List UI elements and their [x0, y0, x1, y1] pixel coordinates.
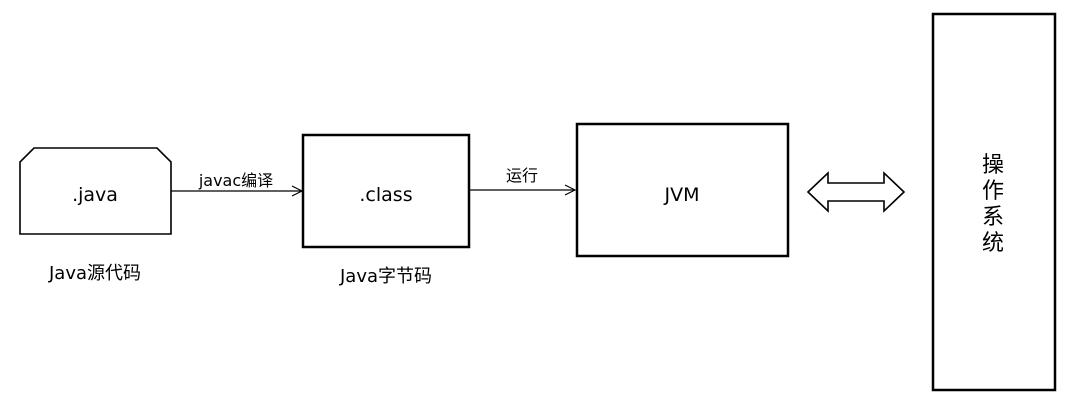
source-file-shape: [19, 147, 172, 235]
jvm-os-double-arrow: [806, 171, 906, 213]
jvm-box: [575, 122, 790, 258]
run-edge: 运行: [469, 166, 575, 190]
bytecode-label: .class: [359, 184, 412, 206]
jvm-label: JVM: [664, 184, 700, 206]
source-file-label: .java: [72, 184, 118, 206]
run-edge-label: 运行: [506, 166, 538, 185]
os-label-char-1: 操: [982, 153, 1004, 178]
bytecode-caption: Java字节码: [339, 266, 432, 287]
os-label-char-4: 统: [982, 231, 1004, 256]
os-box: [931, 12, 1057, 392]
source-file-caption: Java源代码: [48, 263, 141, 284]
compile-edge: javac编译: [171, 171, 302, 191]
os-node: 操 作 系 统: [931, 12, 1057, 392]
source-file-node: .java: [19, 147, 172, 235]
bytecode-node: .class: [301, 133, 471, 249]
os-label-char-2: 作: [982, 179, 1004, 204]
bytecode-box: [301, 133, 471, 249]
compile-edge-label: javac编译: [198, 171, 273, 190]
os-label-char-3: 系: [982, 205, 1004, 230]
jvm-node: JVM: [575, 122, 790, 258]
